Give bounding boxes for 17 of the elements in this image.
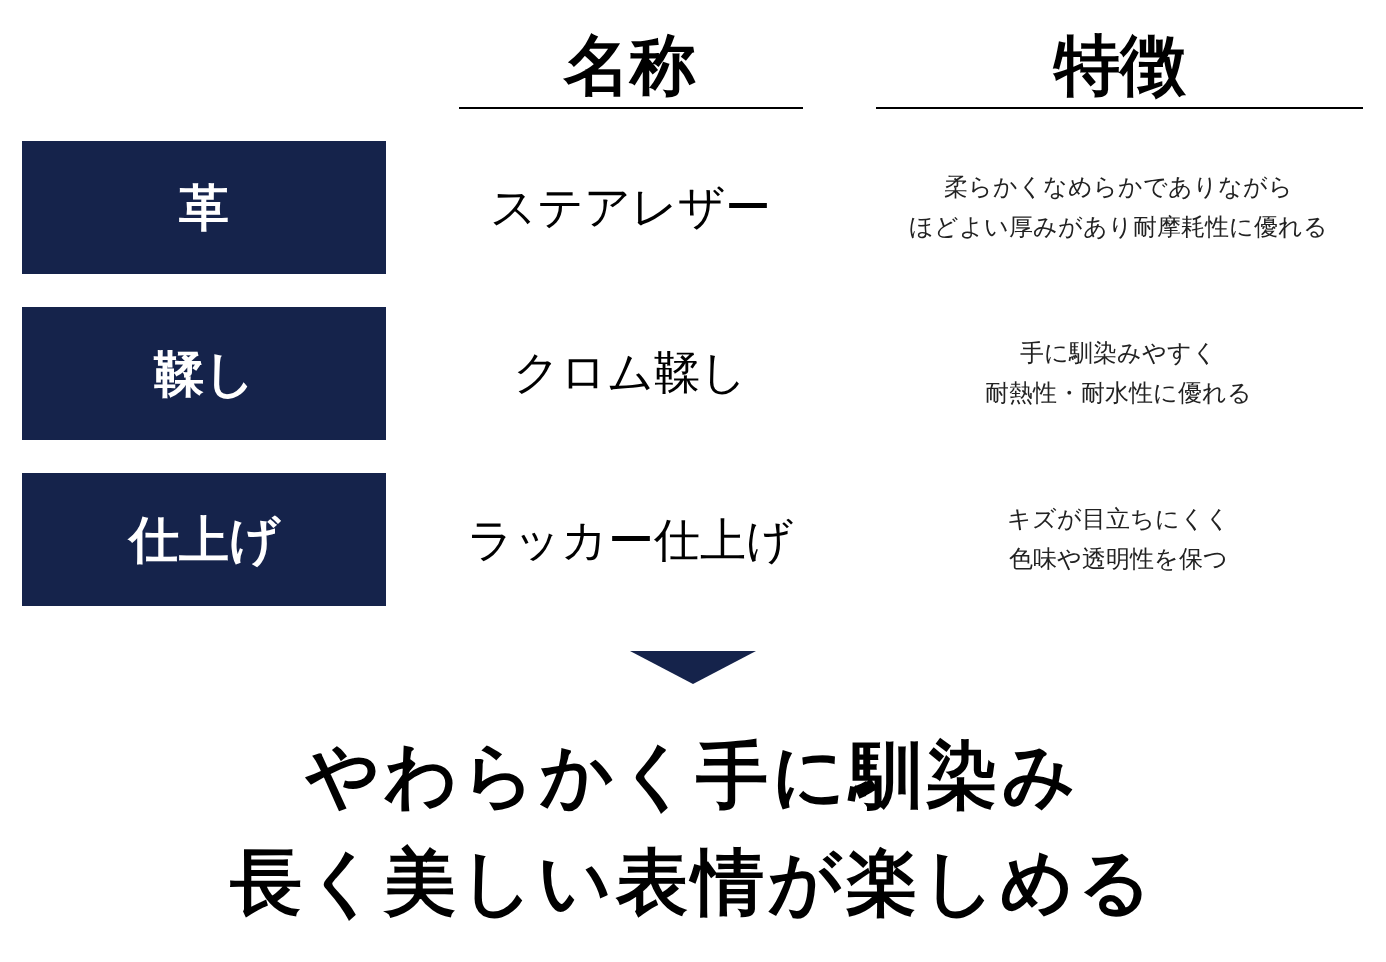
category-label: 鞣し — [153, 343, 255, 405]
table-cell: ほどよい厚みがあり耐摩耗性に優れる — [908, 215, 1328, 239]
table-cell: ラッカー仕上げ — [467, 517, 793, 563]
table-cell: ステアレザー — [489, 184, 771, 230]
category-box — [22, 473, 386, 606]
column-header: 特徴 — [1054, 32, 1186, 98]
table-cell: 柔らかくなめらかでありながら — [943, 175, 1293, 199]
column-header: 名称 — [564, 32, 696, 98]
category-label: 革 — [179, 177, 229, 239]
table-cell: 手に馴染みやすく — [1019, 341, 1217, 365]
table-cell: キズが目立ちにくく — [1006, 507, 1230, 531]
category-box — [22, 141, 386, 274]
category-box — [22, 307, 386, 440]
table-cell: クロム鞣し — [513, 349, 747, 395]
table-cell: 色味や透明性を保つ — [1008, 547, 1228, 571]
table-cell: 耐熱性・耐水性に優れる — [984, 381, 1252, 405]
category-label: 仕上げ — [128, 509, 280, 571]
